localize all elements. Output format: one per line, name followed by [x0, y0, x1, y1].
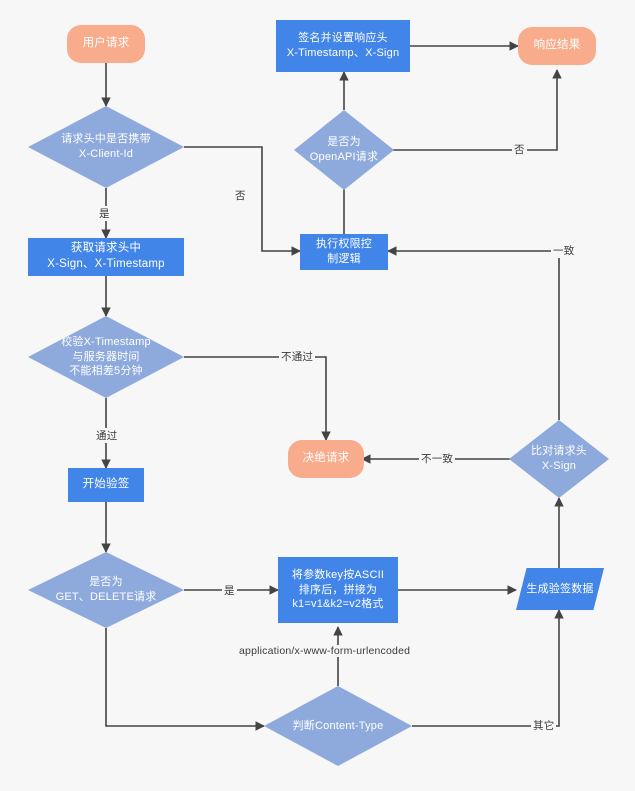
node-sign-response[interactable]: 签名并设置响应头 X-Timestamp、X-Sign: [276, 20, 410, 72]
edge-label-has-client-id-no: 否: [233, 188, 248, 203]
edge-label-sign-match: 一致: [551, 243, 577, 258]
edge-label-sign-mismatch: 不一致: [419, 451, 456, 466]
node-get-sign-headers[interactable]: 获取请求头中 X-Sign、X-Timestamp: [28, 238, 184, 276]
edge-label-timestamp-pass: 通过: [94, 428, 120, 443]
edge-openapi-no: [382, 69, 562, 151]
edge-label-openapi-no: 否: [512, 142, 527, 157]
edge-label-timestamp-fail: 不通过: [279, 349, 316, 364]
edge-timestamp-fail: [184, 356, 331, 441]
edge-getdelete-no: [105, 628, 265, 731]
node-start-verify[interactable]: 开始验签: [68, 468, 144, 502]
edge-label-content-type-other: 其它: [531, 718, 557, 733]
edge-compare-match: [387, 246, 560, 420]
node-sort-params[interactable]: 将参数key按ASCII 排序后，拼接为 k1=v1&k2=v2格式: [278, 557, 398, 623]
node-auth-logic[interactable]: 执行权限控 制逻辑: [300, 234, 388, 270]
edge-clientid-no: [184, 146, 301, 256]
edge-label-get-delete-yes: 是: [222, 583, 237, 598]
node-reject-request[interactable]: 决绝请求: [288, 440, 364, 478]
node-response-result[interactable]: 响应结果: [518, 27, 596, 65]
edge-label-content-type-form: application/x-www-form-urlencoded: [237, 645, 413, 657]
edge-contenttype-other: [412, 609, 564, 727]
node-user-request[interactable]: 用户请求: [67, 25, 145, 63]
edge-label-has-client-id-yes: 是: [97, 206, 112, 221]
node-gen-sign-data[interactable]: 生成验签数据: [516, 568, 604, 610]
